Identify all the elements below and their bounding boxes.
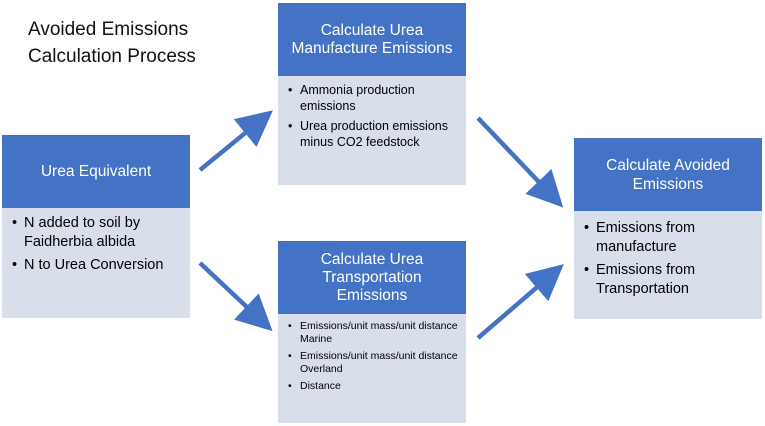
bullet: • xyxy=(288,83,293,97)
list-item: • N to Urea Conversion xyxy=(12,256,182,275)
list-item-text: Ammonia production emissions xyxy=(300,83,415,113)
arrow-manufacture-to-avoided xyxy=(476,116,564,208)
bullet: • xyxy=(288,380,292,392)
arrow-urea-to-manufacture xyxy=(198,110,273,172)
bullet: • xyxy=(288,119,293,133)
list-item-text: Urea production emissions minus CO2 feed… xyxy=(300,119,448,149)
list-item: • Urea production emissions minus CO2 fee… xyxy=(288,118,460,150)
transportation-emissions-list: • Emissions/unit mass/unit distance Marin… xyxy=(288,320,462,393)
transportation-emissions-body: • Emissions/unit mass/unit distance Marin… xyxy=(278,314,466,423)
manufacture-emissions-box: Calculate Urea Manufacture Emissions • Am… xyxy=(278,3,466,185)
list-item-text: Emissions from Transportation xyxy=(596,262,696,297)
list-item-text: Emissions from manufacture xyxy=(596,220,696,255)
urea-equivalent-body: • N added to soil by Faidherbia albida • N… xyxy=(2,208,190,318)
manufacture-emissions-list: • Ammonia production emissions • Urea prod… xyxy=(288,82,460,150)
list-item: • Distance xyxy=(288,380,462,393)
list-item-text: N added to soil by Faidherbia albida xyxy=(24,215,141,250)
diagram-title-line-1: Avoided Emissions xyxy=(28,19,189,40)
list-item-text: N to Urea Conversion xyxy=(24,257,164,273)
list-item: • Emissions/unit mass/unit distance Overl… xyxy=(288,350,462,376)
avoided-emissions-header: Calculate Avoided Emissions xyxy=(574,138,762,211)
bullet: • xyxy=(288,350,292,362)
urea-equivalent-list: • N added to soil by Faidherbia albida • N… xyxy=(12,214,182,275)
list-item-text: Emissions/unit mass/unit distance Marine xyxy=(300,320,458,345)
bullet: • xyxy=(584,262,590,278)
manufacture-emissions-body: • Ammonia production emissions • Urea prod… xyxy=(278,76,466,185)
bullet: • xyxy=(12,257,18,273)
bullet: • xyxy=(288,320,292,332)
avoided-emissions-list: • Emissions from manufacture • Emissions f… xyxy=(584,219,756,299)
bullet: • xyxy=(12,215,18,231)
manufacture-emissions-header: Calculate Urea Manufacture Emissions xyxy=(278,3,466,76)
list-item-text: Emissions/unit mass/unit distance Overla… xyxy=(300,350,458,375)
avoided-emissions-body: • Emissions from manufacture • Emissions f… xyxy=(574,211,762,319)
list-item: • N added to soil by Faidherbia albida xyxy=(12,214,182,252)
diagram-title: Avoided Emissions Calculation Process xyxy=(28,16,196,70)
diagram-title-line-2: Calculation Process xyxy=(28,46,196,67)
list-item-text: Distance xyxy=(300,380,341,392)
transportation-emissions-header: Calculate Urea Transportation Emissions xyxy=(278,241,466,314)
urea-equivalent-box: Urea Equivalent • N added to soil by Faid… xyxy=(2,135,190,318)
list-item: • Emissions from manufacture xyxy=(584,219,756,257)
urea-equivalent-header: Urea Equivalent xyxy=(2,135,190,208)
transportation-emissions-box: Calculate Urea Transportation Emissions … xyxy=(278,241,466,423)
bullet: • xyxy=(584,220,590,236)
avoided-emissions-box: Calculate Avoided Emissions • Emissions f… xyxy=(574,138,762,319)
list-item: • Ammonia production emissions xyxy=(288,82,460,114)
list-item: • Emissions from Transportation xyxy=(584,261,756,299)
list-item: • Emissions/unit mass/unit distance Marin… xyxy=(288,320,462,346)
arrow-transport-to-avoided xyxy=(476,264,564,340)
arrow-urea-to-transport xyxy=(198,261,273,332)
